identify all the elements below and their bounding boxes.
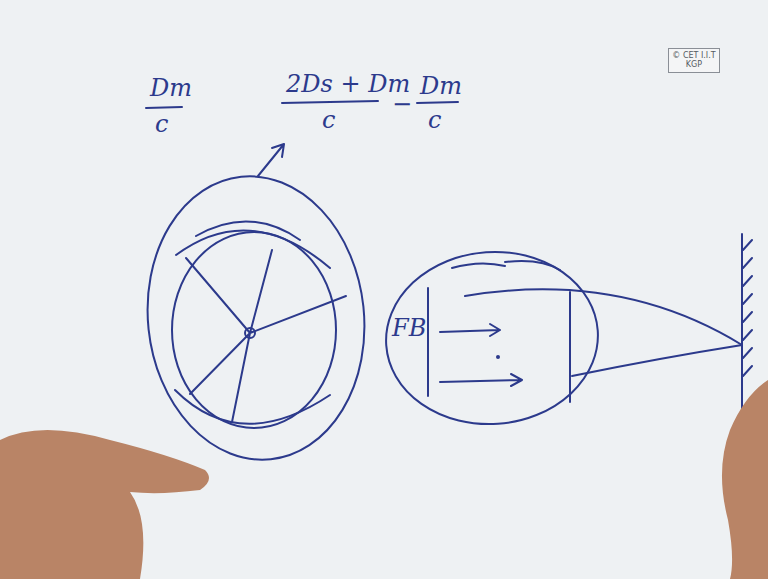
denominator: c <box>322 108 335 132</box>
fraction-bar <box>282 101 378 103</box>
wall-hatch <box>743 240 752 376</box>
arrow <box>258 144 284 176</box>
operator: − <box>392 92 412 116</box>
arrow <box>440 324 500 336</box>
denominator: c <box>155 112 168 136</box>
numerator: Dm <box>150 76 192 100</box>
denominator: c <box>428 108 441 132</box>
arrow <box>440 374 522 386</box>
ray <box>572 345 742 376</box>
inner-loop <box>172 232 336 428</box>
fraction-bar <box>417 102 458 103</box>
hub <box>245 328 255 338</box>
plates <box>428 288 570 402</box>
arc <box>176 230 330 268</box>
wall <box>741 234 743 422</box>
ray <box>465 289 742 345</box>
stamp-text: © CET I.I.T KGP <box>672 51 716 69</box>
right-loop <box>380 245 603 431</box>
arc <box>175 390 330 424</box>
stamp-box: © CET I.I.T KGP <box>668 48 720 73</box>
spokes <box>186 250 346 422</box>
hand <box>722 380 768 579</box>
outer-loop <box>134 165 379 470</box>
arc <box>452 261 560 270</box>
figure-label: FB <box>392 316 426 340</box>
numerator: 2Ds + Dm <box>286 72 410 96</box>
numerator: Dm <box>420 74 462 98</box>
fraction-bar <box>146 107 182 108</box>
hand <box>0 430 209 579</box>
dot <box>496 355 500 359</box>
